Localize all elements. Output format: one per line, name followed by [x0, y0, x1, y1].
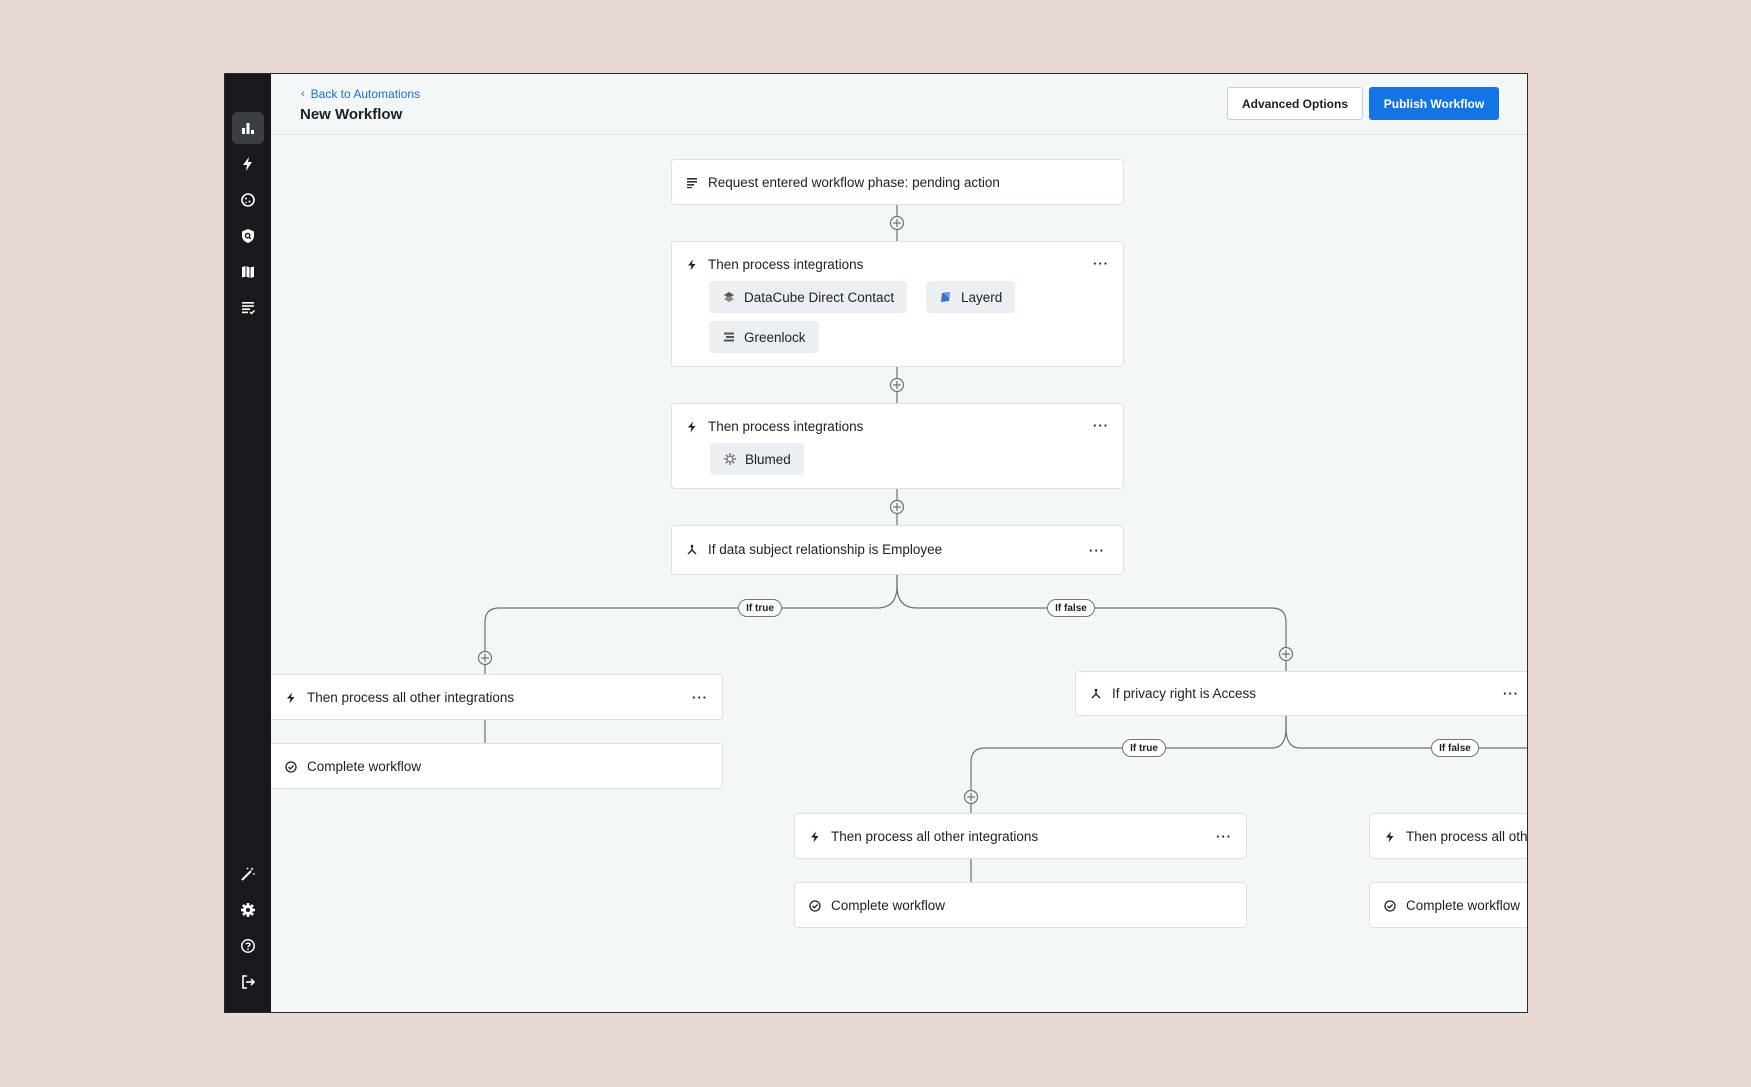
checklist-icon: [242, 302, 256, 315]
nav-cookies[interactable]: [232, 184, 264, 216]
left-complete-node[interactable]: Complete workflow: [271, 743, 723, 789]
integration-chip-greenlock[interactable]: Greenlock: [709, 321, 819, 353]
map-icon: [242, 266, 254, 278]
workflow-canvas[interactable]: If true If false If true If false Reques…: [271, 74, 1528, 1012]
right-complete-node[interactable]: Complete workflow: [1369, 882, 1527, 928]
chevron-left-icon: ‹: [301, 88, 305, 100]
greenlock-logo-icon: [724, 332, 734, 342]
bolt-icon: [285, 692, 297, 704]
cookie-icon: [241, 193, 255, 207]
main-area: If true If false If true If false Reques…: [271, 74, 1527, 1012]
branch-true-label: If true: [738, 599, 782, 617]
nav-automations[interactable]: [232, 148, 264, 180]
shield-search-icon: [242, 229, 254, 243]
right-process-label: Then process all other integrations: [1406, 829, 1528, 844]
logout-icon: [242, 975, 256, 989]
nav-logout[interactable]: [232, 966, 264, 998]
mid-complete-node[interactable]: Complete workflow: [794, 882, 1247, 928]
integration-chip-datacube[interactable]: DataCube Direct Contact: [709, 281, 908, 313]
nav-requests[interactable]: [232, 292, 264, 324]
blumed-logo-icon: [724, 453, 736, 465]
integration-step-1[interactable]: Then process integrations ··· DataCube D…: [671, 241, 1124, 367]
integration-step-2[interactable]: Then process integrations ··· Blumed: [671, 403, 1124, 489]
back-to-automations-link[interactable]: ‹ Back to Automations: [301, 87, 421, 101]
step2-more-menu[interactable]: ···: [1093, 418, 1109, 433]
mid-process-node[interactable]: Then process all other integrations ···: [794, 813, 1247, 859]
page-title: New Workflow: [300, 106, 403, 123]
branch-icon: [1090, 688, 1102, 700]
mid-process-more-menu[interactable]: ···: [1216, 829, 1232, 844]
left-complete-label: Complete workflow: [307, 759, 422, 774]
bolt-icon: [1384, 831, 1396, 843]
publish-workflow-button[interactable]: Publish Workflow: [1369, 87, 1499, 120]
nav-privacy[interactable]: [232, 220, 264, 252]
condition1-label: If data subject relationship is Employee: [708, 542, 943, 557]
bolt-icon: [809, 831, 821, 843]
app-window: If true If false If true If false Reques…: [224, 73, 1528, 1013]
left-process-more-menu[interactable]: ···: [692, 690, 708, 705]
connector-lines: [477, 205, 1527, 882]
bolt-icon: [686, 421, 698, 433]
nav-data-map[interactable]: [232, 256, 264, 288]
magic-wand-icon: [241, 867, 255, 881]
help-icon: [241, 939, 255, 953]
right-process-node[interactable]: Then process all other integrations: [1369, 813, 1528, 859]
nav-analytics[interactable]: [232, 112, 264, 144]
check-circle-icon: [285, 760, 297, 773]
bolt-icon: [686, 259, 698, 271]
layerd-logo-icon: [941, 292, 950, 302]
datacube-logo-icon: [724, 292, 734, 302]
step1-label: Then process integrations: [708, 257, 864, 272]
form-icon: [686, 177, 698, 189]
right-complete-label: Complete workflow: [1406, 898, 1521, 913]
header-bar: ‹ Back to Automations New Workflow Advan…: [271, 74, 1527, 135]
mid-process-label: Then process all other integrations: [831, 829, 1039, 844]
branch2-false-label: If false: [1431, 739, 1479, 757]
check-circle-icon: [1384, 899, 1396, 912]
nav-magic[interactable]: [232, 858, 264, 890]
mid-complete-label: Complete workflow: [831, 898, 946, 913]
step2-label: Then process integrations: [708, 419, 864, 434]
condition-node-privacy-right[interactable]: If privacy right is Access ···: [1075, 671, 1527, 716]
condition1-more-menu[interactable]: ···: [1089, 543, 1105, 558]
branch2-true-label: If true: [1122, 739, 1166, 757]
left-process-node[interactable]: Then process all other integrations ···: [271, 674, 723, 720]
branch-false-label: If false: [1047, 599, 1095, 617]
bolt-icon: [243, 157, 252, 171]
condition-node-relationship[interactable]: If data subject relationship is Employee…: [671, 525, 1124, 575]
condition2-label: If privacy right is Access: [1112, 686, 1257, 701]
bar-chart-icon: [242, 123, 254, 134]
condition2-more-menu[interactable]: ···: [1503, 686, 1519, 701]
sidebar: [225, 74, 271, 1012]
step1-more-menu[interactable]: ···: [1093, 256, 1109, 271]
integration-chip-layerd[interactable]: Layerd: [926, 281, 1016, 313]
nav-settings[interactable]: [232, 894, 264, 926]
trigger-label: Request entered workflow phase: pending …: [708, 175, 1000, 190]
check-circle-icon: [809, 899, 821, 912]
advanced-options-button[interactable]: Advanced Options: [1227, 87, 1363, 120]
branch-icon: [686, 544, 698, 556]
trigger-node[interactable]: Request entered workflow phase: pending …: [671, 159, 1124, 205]
nav-help[interactable]: [232, 930, 264, 962]
left-process-label: Then process all other integrations: [307, 690, 515, 705]
gear-icon: [241, 903, 255, 917]
integration-chip-blumed[interactable]: Blumed: [710, 443, 804, 475]
